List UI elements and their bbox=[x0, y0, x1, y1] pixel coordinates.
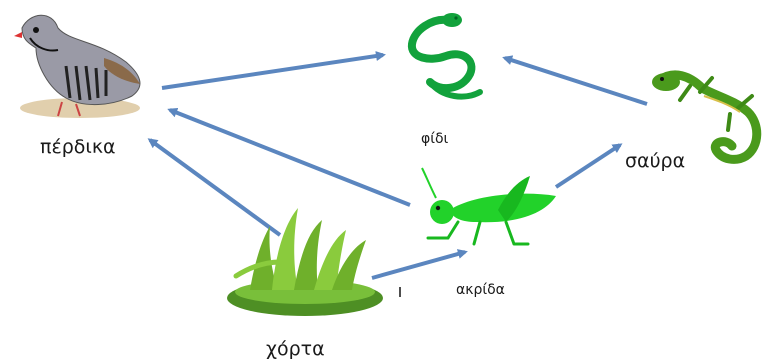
arrow-grasshopper-to-partridge bbox=[170, 110, 410, 205]
grass-label: χόρτα bbox=[266, 338, 325, 360]
arrow-grass-to-grasshopper bbox=[372, 252, 465, 278]
arrow-lizard-to-snake bbox=[505, 58, 647, 104]
partridge-icon bbox=[14, 15, 140, 118]
partridge-label: πέρδικα bbox=[40, 136, 116, 158]
lizard-label: σαύρα bbox=[625, 150, 685, 172]
grass-icon bbox=[227, 208, 383, 316]
snake-icon bbox=[412, 13, 480, 97]
arrow-partridge-to-snake bbox=[162, 55, 383, 88]
arrow-grasshopper-to-lizard bbox=[556, 145, 620, 187]
lizard-icon bbox=[652, 73, 757, 159]
grasshopper-label: ακρίδα bbox=[456, 282, 505, 298]
arrow-grass-to-partridge bbox=[150, 140, 280, 235]
snake-label: φίδι bbox=[421, 131, 448, 147]
grasshopper-icon bbox=[422, 168, 556, 244]
